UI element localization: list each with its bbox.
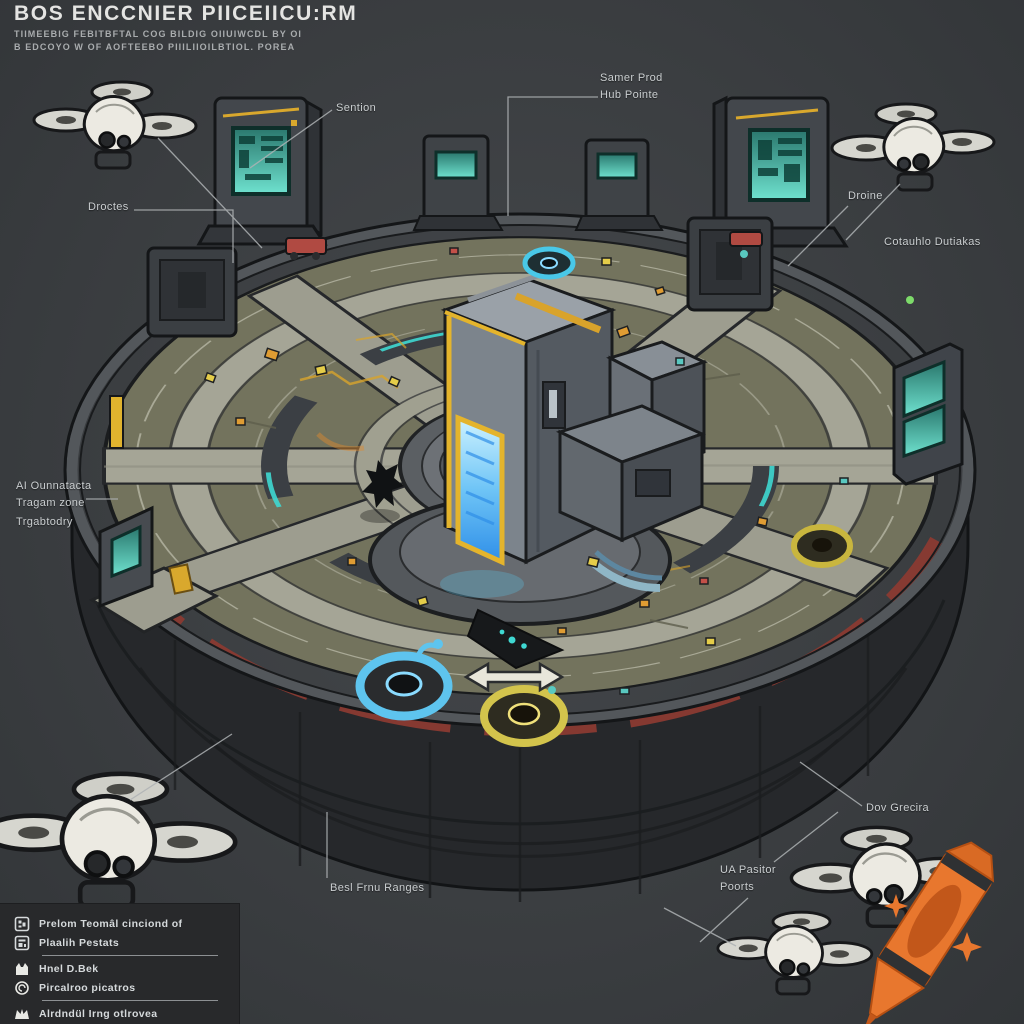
yellow-pod-right [791,524,853,568]
legend-item: Plaalih Pestats [14,933,239,952]
legend-panel: Prelom Teomâl cinciond of Plaalih Pestat… [0,903,240,1024]
callout-ua-position-line2: Poorts [720,881,755,894]
drone-bottom-small [716,910,874,996]
legend-divider [42,1000,218,1001]
legend-item: Alrdndül Irng otlrovea [14,1004,239,1023]
callout-drones: Droctes [88,201,129,213]
drone-top-left [32,80,198,170]
callout-firing-ranges: Besl Frnu Ranges [330,882,425,894]
console-top-left [196,96,328,246]
callout-sensor-pod: Samer Prod Hub Pointe [600,70,663,104]
boss-figure [360,460,404,523]
red-machine-left [285,237,327,260]
subtitle-line-2: B EDCOYO W OF AOFTEEBO PIIILIIOILBTIOL. … [14,42,296,52]
callout-sensor-pod-line2: Hub Pointe [600,89,659,102]
floor-arrow [463,661,565,693]
drone-top-right [830,102,996,192]
callout-ai-controls-line2: Tragam zone [16,497,85,510]
gate-left [146,246,238,338]
callout-ua-position-line1: UA Pasitor [720,864,776,876]
callout-trajectory: Trgabtodry [16,516,73,528]
teal-pod-top [522,246,576,280]
callout-day-grenade: Dov Grecira [866,802,930,814]
subtitle-line-1: TIIMEEBIG FEBITBFTAL COG BILDIG OIIUIWCD… [14,29,303,39]
callout-sensor-pod-line1: Samer Prod [600,72,663,84]
sparkle-icon [952,932,982,962]
title-block: BOS ENCCNIER PIICEIICU:RM TIIMEEBIG FEBI… [14,2,444,52]
legend-item-label: Alrdndül Irng otlrovea [39,1007,158,1020]
legend-item-label: Prelom Teomâl cinciond of [39,917,183,930]
cat-marker-icon [14,1006,30,1022]
page-title: BOS ENCCNIER PIICEIICU:RM [14,2,358,25]
legend-item-label: Pircalroo picatros [39,981,136,994]
blue-pod [355,639,453,721]
red-machine-right [729,231,763,247]
terminal-pixel-icon [14,916,30,932]
sparkle-icon [884,894,908,918]
leader-lines [86,96,901,947]
legend-divider [42,955,218,956]
gate-lower-left [88,505,220,634]
cat-marker-icon [14,961,30,977]
drone-bottom-left [0,774,235,907]
callout-ua-position: UA Pasitor Poorts [720,862,776,896]
legend-item: Prelom Teomâl cinciond of [14,914,239,933]
callout-ceramic-details: Cotauhlo Dutiakas [884,236,981,248]
callout-ai-controls-line1: AI Ounnatacta [16,480,92,492]
panel-pixel-icon [14,935,30,951]
legend-item: Pircalroo picatros [14,978,239,997]
debris [203,247,914,695]
legend-item-label: Hnel D.Bek [39,962,99,975]
yellow-pod-bottom [480,685,568,747]
callout-ai-controls: AI Ounnatacta Tragam zone [16,478,92,512]
console-mid-left [412,134,504,231]
callout-drone: Droine [848,190,883,202]
spiral-icon [14,980,30,996]
crayon-logo [863,841,995,1024]
console-mid-right [574,138,664,231]
legend-item-label: Plaalih Pestats [39,936,120,949]
legend-item: Hnel D.Bek [14,959,239,978]
yellow-lamp-left [109,395,124,449]
panels-right [892,342,964,486]
callout-sensor: Sention [336,102,377,114]
